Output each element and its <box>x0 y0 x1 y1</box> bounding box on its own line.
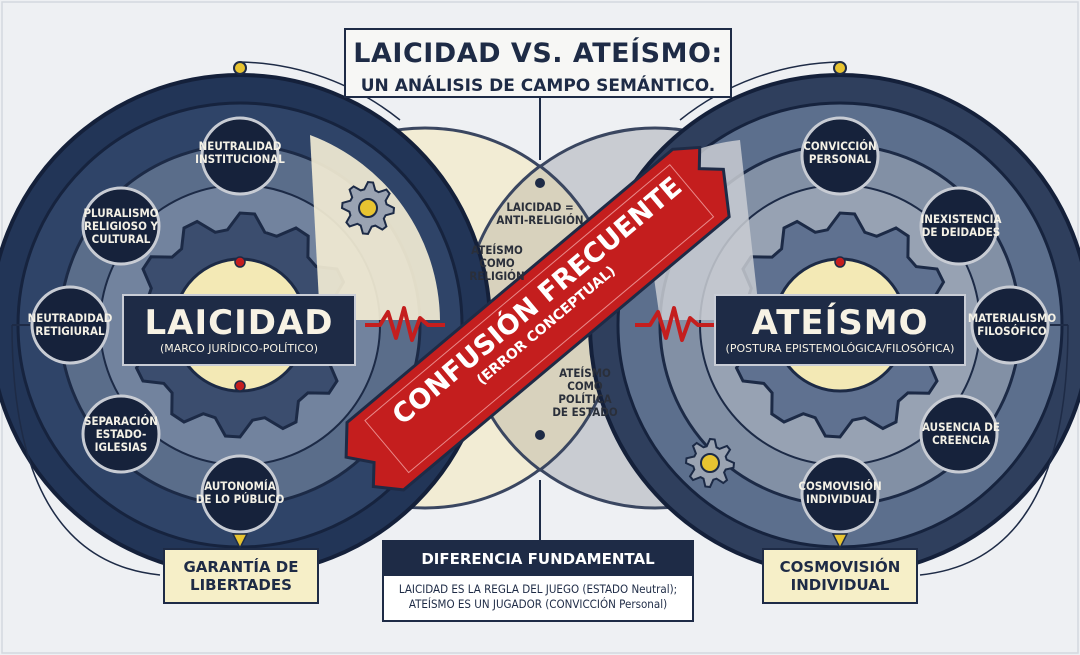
left-node-label: NEUTRALIDAD INSTITUCIONAL <box>195 139 285 166</box>
right-top-dot <box>833 61 847 75</box>
overlap-item: ATEÍSMO COMO RELIGIÓN <box>469 242 525 283</box>
left-node-label: PLURALISMO RELIGIOSO Y CULTURAL <box>83 205 159 246</box>
right-node-label: MATERIALISMO FILOSÓFICO <box>967 311 1057 338</box>
small-gear-top-icon <box>340 180 396 236</box>
left-node-label: SEPARACIÓN ESTADO- IGLESIAS <box>84 413 158 454</box>
overlap-item: LAICIDAD = ANTI-RELIGIÓN <box>496 200 584 227</box>
difference-body: LAICIDAD ES LA REGLA DEL JUEGO (ESTADO N… <box>398 582 678 611</box>
right-node-circle <box>800 116 880 196</box>
left-node-circle <box>200 116 280 196</box>
page-subtitle: UN ANÁLISIS DE CAMPO SEMÁNTICO. <box>360 76 716 96</box>
confusion-banner <box>344 145 731 492</box>
left-node-circle <box>200 454 280 534</box>
left-footer-box: GARANTÍA DE LIBERTADES <box>163 548 319 604</box>
left-top-dot <box>233 61 247 75</box>
right-node-label: INEXISTENCIA DE DEIDADES <box>920 212 1002 239</box>
left-node-circle <box>81 186 161 266</box>
overlap-item: ATEÍSMO COMO POLÍTICA DE ESTADO <box>552 366 618 419</box>
page-title: LAICIDAD VS. ATEÍSMO: <box>353 38 723 69</box>
laicidad-label-box: LAICIDAD (MARCO JURÍDICO-POLÍTICO) <box>122 294 356 366</box>
left-node-label: NEUTRADIDAD RETIGIURAL <box>27 311 113 338</box>
laicidad-title: LAICIDAD <box>144 303 334 343</box>
left-signal-icon <box>365 306 445 342</box>
right-node-circle <box>970 285 1050 365</box>
right-node-label: COSMOVISIÓN INDIVIDUAL <box>798 479 882 506</box>
right-node-circle <box>919 186 999 266</box>
ateismo-label-box: ATEÍSMO (POSTURA EPISTEMOLÓGICA/FILOSÓFI… <box>714 294 966 366</box>
left-node-circle <box>30 285 110 365</box>
right-footer-box: COSMOVISIÓN INDIVIDUAL <box>762 548 918 604</box>
small-gear-bottom-icon <box>684 437 736 489</box>
title-box: LAICIDAD VS. ATEÍSMO: <box>344 28 732 98</box>
right-node-circle <box>800 454 880 534</box>
difference-header: DIFERENCIA FUNDAMENTAL <box>384 542 692 576</box>
right-node-label: AUSENCIA DE CREENCIA <box>922 420 1000 447</box>
right-node-label: CONVICCIÓN PERSONAL <box>803 139 877 166</box>
right-signal-icon <box>635 306 715 342</box>
difference-box: DIFERENCIA FUNDAMENTAL LAICIDAD ES LA RE… <box>382 540 694 622</box>
right-node-circle <box>919 394 999 474</box>
laicidad-subtitle: (MARCO JURÍDICO-POLÍTICO) <box>159 342 318 355</box>
left-node-label: AUTONOMÍA DE LO PÚBLICO <box>195 479 285 506</box>
ateismo-subtitle: (POSTURA EPISTEMOLÓGICA/FILOSÓFICA) <box>725 342 955 355</box>
ateismo-title: ATEÍSMO <box>751 303 929 343</box>
left-node-circle <box>81 394 161 474</box>
